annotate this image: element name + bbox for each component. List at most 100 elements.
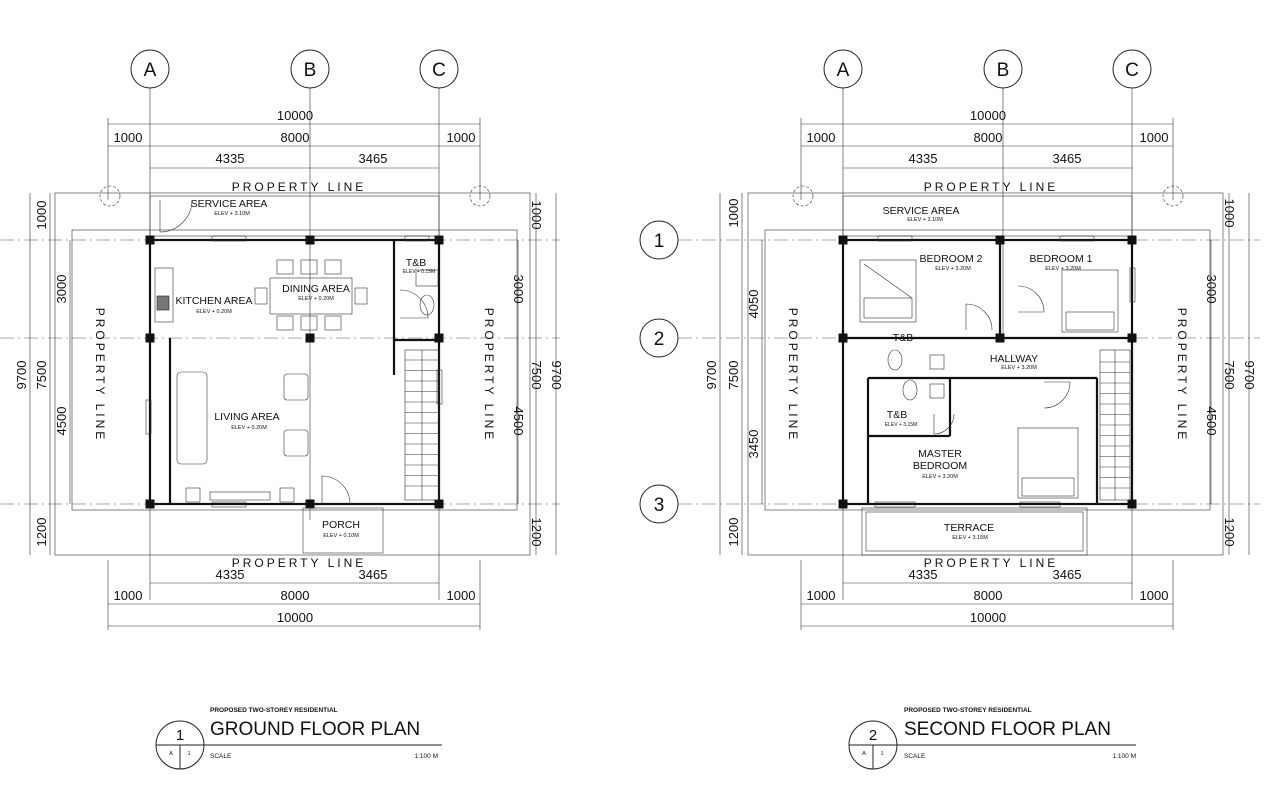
svg-text:1000: 1000 — [529, 201, 544, 230]
grid-bubble-b-2: B — [983, 49, 1023, 89]
grid-bubble-2: 2 — [639, 318, 679, 358]
svg-text:A: A — [837, 60, 850, 81]
main-door-icon — [321, 475, 351, 505]
room-label-master: MASTER — [918, 448, 962, 460]
room-label-service-area: SERVICE AREA — [191, 198, 268, 210]
svg-text:1000: 1000 — [1222, 199, 1237, 228]
ground-title-block: PROPOSED TWO-STOREY RESIDENTIAL GROUND F… — [155, 707, 442, 770]
svg-text:PROPOSED TWO-STOREY RESIDENTIA: PROPOSED TWO-STOREY RESIDENTIAL — [904, 707, 1032, 714]
svg-text:4500: 4500 — [54, 407, 69, 436]
svg-text:SCALE: SCALE — [904, 753, 926, 760]
room-label-bedroom: BEDROOM — [913, 460, 967, 472]
svg-text:ELEV + 3.20M: ELEV + 3.20M — [922, 474, 958, 480]
svg-text:3465: 3465 — [1053, 567, 1082, 582]
svg-text:1000: 1000 — [114, 588, 143, 603]
svg-text:1000: 1000 — [726, 199, 741, 228]
second-floor-plan: A B C 1 2 3 10000 1000 — [639, 49, 1260, 770]
svg-text:3: 3 — [654, 495, 665, 516]
room-label-dining: DINING AREA — [282, 283, 350, 295]
room-label-hallway: HALLWAY — [990, 353, 1038, 365]
svg-text:7500: 7500 — [726, 361, 741, 390]
second-exterior-walls — [841, 238, 1134, 506]
svg-text:SCALE: SCALE — [210, 753, 232, 760]
svg-text:1200: 1200 — [726, 518, 741, 547]
svg-text:1200: 1200 — [529, 518, 544, 547]
grid-bubble-c-2: C — [1112, 49, 1152, 89]
svg-text:4050: 4050 — [746, 290, 761, 319]
bed-icon — [1061, 269, 1119, 333]
svg-text:1:100 M: 1:100 M — [415, 753, 439, 760]
dim-overall-width: 10000 — [277, 108, 313, 123]
svg-text:8000: 8000 — [281, 588, 310, 603]
room-label-bedroom-1: BEDROOM 1 — [1029, 253, 1092, 265]
bed-icon — [1017, 427, 1079, 499]
svg-text:9700: 9700 — [704, 361, 719, 390]
svg-text:PROPERTY LINE: PROPERTY LINE — [1175, 308, 1189, 443]
room-label-tb-lower: T&B — [887, 409, 907, 421]
svg-text:1200: 1200 — [1222, 518, 1237, 547]
svg-text:1000: 1000 — [447, 588, 476, 603]
grid-bubble-c: C — [419, 49, 459, 89]
svg-text:4335: 4335 — [909, 151, 938, 166]
svg-text:3465: 3465 — [359, 567, 388, 582]
property-line-bottom: PROPERTY LINE — [232, 556, 367, 570]
svg-text:ELEV + 3.15M: ELEV + 3.15M — [885, 422, 917, 428]
svg-text:10000: 10000 — [970, 108, 1006, 123]
svg-text:8000: 8000 — [974, 588, 1003, 603]
svg-text:3000: 3000 — [54, 275, 69, 304]
svg-text:2: 2 — [654, 329, 665, 350]
svg-text:3450: 3450 — [746, 430, 761, 459]
room-label-kitchen: KITCHEN AREA — [175, 295, 252, 307]
svg-text:7500: 7500 — [1222, 361, 1237, 390]
ground-floor-title: GROUND FLOOR PLAN — [210, 719, 420, 740]
property-line-top: PROPERTY LINE — [232, 180, 367, 194]
dim-overall-depth-left: 9700 — [14, 361, 29, 390]
service-door-icon — [159, 199, 193, 233]
svg-text:B: B — [304, 60, 317, 81]
svg-text:A: A — [169, 751, 173, 757]
svg-text:ELEV + 3.20M: ELEV + 3.20M — [935, 266, 971, 272]
svg-text:7500: 7500 — [34, 361, 49, 390]
room-label-service-area-2: SERVICE AREA — [883, 205, 960, 217]
property-line-right: PROPERTY LINE — [482, 308, 496, 443]
svg-text:1000: 1000 — [1140, 588, 1169, 603]
svg-text:1: 1 — [176, 727, 184, 744]
svg-text:ELEV + 0.20M: ELEV + 0.20M — [231, 425, 267, 431]
svg-text:ELEV + 3.20M: ELEV + 3.20M — [1001, 365, 1037, 371]
second-floor-title: SECOND FLOOR PLAN — [904, 719, 1111, 740]
svg-text:1: 1 — [654, 231, 665, 252]
ground-stair-icon — [404, 349, 440, 501]
dim-bay-right: 3465 — [359, 151, 388, 166]
svg-text:3000: 3000 — [511, 275, 526, 304]
svg-text:2: 2 — [869, 727, 877, 744]
svg-text:ELEV + 3.15M: ELEV + 3.15M — [952, 535, 988, 541]
svg-text:8000: 8000 — [974, 130, 1003, 145]
svg-text:ELEV + 0.15M: ELEV + 0.15M — [403, 269, 435, 275]
grid-bubble-a: A — [130, 49, 170, 89]
svg-text:1:100 M: 1:100 M — [1113, 753, 1137, 760]
svg-text:1000: 1000 — [807, 130, 836, 145]
svg-text:1: 1 — [880, 751, 883, 757]
dim-setback-left: 1000 — [114, 130, 143, 145]
svg-text:4500: 4500 — [511, 407, 526, 436]
room-label-bedroom-2: BEDROOM 2 — [919, 253, 982, 265]
svg-text:4335: 4335 — [909, 567, 938, 582]
svg-text:1000: 1000 — [1140, 130, 1169, 145]
svg-text:PROPERTY LINE: PROPERTY LINE — [924, 180, 1059, 194]
svg-text:A: A — [144, 60, 157, 81]
dining-table-icon — [269, 277, 353, 315]
sofa-icon — [176, 371, 208, 465]
svg-text:ELEV + 3.20M: ELEV + 3.20M — [1045, 266, 1081, 272]
svg-text:A: A — [862, 751, 866, 757]
kitchen-counter-icon — [154, 267, 174, 323]
room-label-living: LIVING AREA — [214, 411, 279, 423]
svg-text:ELEV + 0.20M: ELEV + 0.20M — [196, 309, 232, 315]
svg-text:9700: 9700 — [549, 361, 564, 390]
svg-text:1000: 1000 — [807, 588, 836, 603]
svg-text:ELEV + 0.10M: ELEV + 0.10M — [323, 533, 359, 539]
svg-text:ELEV + 0.20M: ELEV + 0.20M — [298, 296, 334, 302]
toilet-icon — [902, 379, 918, 401]
toilet-icon — [887, 349, 903, 371]
svg-text:C: C — [1125, 60, 1139, 81]
grid-bubble-3: 3 — [639, 484, 679, 524]
